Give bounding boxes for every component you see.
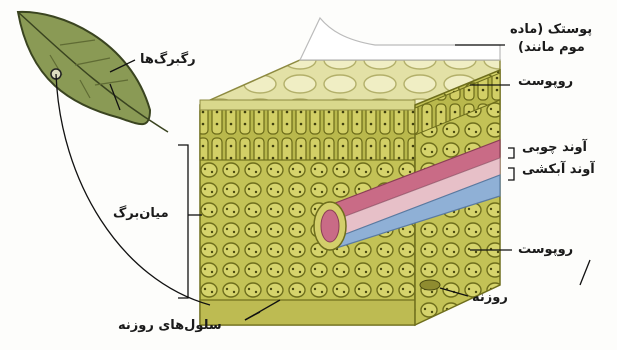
guard-cells-label: سلول‌های روزنه	[118, 318, 222, 334]
upper-epidermis-label: روپوست	[518, 74, 573, 90]
lower-epidermis-label: روپوست	[518, 242, 573, 258]
veins-label: رگبرگ‌ها	[140, 52, 196, 68]
cuticle-label-line1: پوستک (ماده	[510, 22, 592, 38]
leaf-tissue-block	[200, 18, 500, 325]
mesophyll-label: میان‌برگ	[113, 206, 169, 222]
xylem-label: آوند چوبی	[522, 140, 587, 156]
leaf-icon	[18, 12, 168, 132]
stoma-label: روزنه	[472, 290, 508, 306]
phloem-label: آوند آبکشی	[522, 162, 595, 178]
cuticle-label-line2: موم مانند)	[518, 40, 585, 56]
